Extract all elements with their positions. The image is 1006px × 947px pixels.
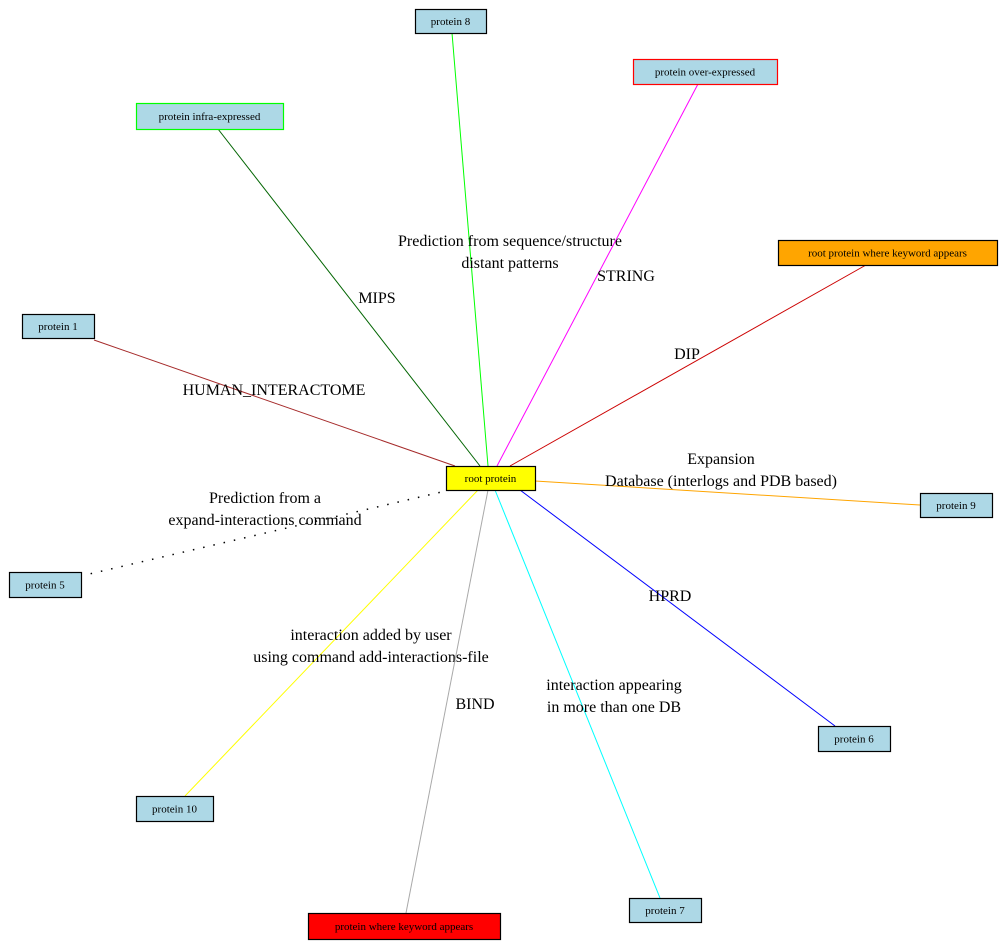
node-p5[interactable]: protein 5	[8, 571, 83, 599]
node-box	[919, 492, 994, 519]
edge-rootkw	[509, 264, 867, 467]
node-box	[817, 725, 892, 753]
edge-label-p7: interaction appearing	[546, 677, 682, 694]
node-label: protein infra-expressed	[159, 111, 261, 123]
edge-label-p6: HPRD	[649, 588, 692, 605]
edge-label-p9: Database (interlogs and PDB based)	[605, 473, 837, 490]
node-infra[interactable]: protein infra-expressed	[135, 102, 285, 131]
node-box	[628, 897, 703, 924]
edge-kw	[405, 489, 489, 914]
node-label: protein 7	[645, 905, 685, 917]
node-box	[135, 795, 215, 823]
edge-p10	[184, 489, 479, 797]
node-label: protein over-expressed	[655, 67, 756, 79]
node-root[interactable]: root protein	[445, 465, 537, 492]
node-p8[interactable]: protein 8	[414, 8, 488, 35]
node-label: protein 10	[152, 804, 197, 816]
edge-p6	[519, 489, 836, 727]
node-label: root protein	[465, 473, 517, 485]
edge-label-rootkw: DIP	[674, 346, 700, 363]
edge-label-over: STRING	[597, 268, 655, 285]
node-box	[21, 313, 96, 340]
edge-label-p8: distant patterns	[461, 255, 558, 272]
node-box	[307, 912, 502, 941]
edge-label-p5: expand-interactions command	[168, 512, 361, 529]
edge-label-p8: Prediction from sequence/structure	[398, 233, 622, 250]
node-rootkw[interactable]: root protein where keyword appears	[777, 239, 999, 267]
edge-label-p1: HUMAN_INTERACTOME	[183, 382, 366, 399]
edge-label-p10: interaction added by user	[290, 627, 452, 644]
node-p1[interactable]: protein 1	[21, 313, 96, 340]
node-label: protein 9	[936, 500, 976, 512]
edge-label-p7: in more than one DB	[547, 699, 681, 716]
edge-label-infra: MIPS	[358, 290, 395, 307]
node-box	[414, 8, 488, 35]
node-box	[445, 465, 537, 492]
edge-infra	[217, 128, 481, 467]
edge-p9	[534, 480, 921, 506]
node-label: protein 5	[25, 580, 65, 592]
node-label: protein 8	[431, 16, 471, 28]
node-p9[interactable]: protein 9	[919, 492, 994, 519]
node-label: root protein where keyword appears	[808, 248, 967, 260]
edge-label-p10: using command add-interactions-file	[253, 649, 488, 666]
edge-p8	[451, 32, 489, 467]
edge-label-p9: Expansion	[687, 451, 755, 468]
edge-label-p5: Prediction from a	[209, 490, 321, 507]
edge-over	[496, 83, 699, 467]
node-box	[777, 239, 999, 267]
edge-label-kw: BIND	[455, 696, 494, 713]
node-p6[interactable]: protein 6	[817, 725, 892, 753]
node-kw[interactable]: protein where keyword appears	[307, 912, 502, 941]
node-label: protein 1	[38, 321, 77, 333]
node-p10[interactable]: protein 10	[135, 795, 215, 823]
node-p7[interactable]: protein 7	[628, 897, 703, 924]
node-box	[8, 571, 83, 599]
node-over[interactable]: protein over-expressed	[632, 58, 779, 86]
node-label: protein where keyword appears	[335, 921, 473, 933]
edge-p7	[494, 489, 661, 899]
node-box	[135, 102, 285, 131]
node-label: protein 6	[834, 734, 874, 746]
edge-p1	[93, 339, 456, 467]
node-box	[632, 58, 779, 86]
